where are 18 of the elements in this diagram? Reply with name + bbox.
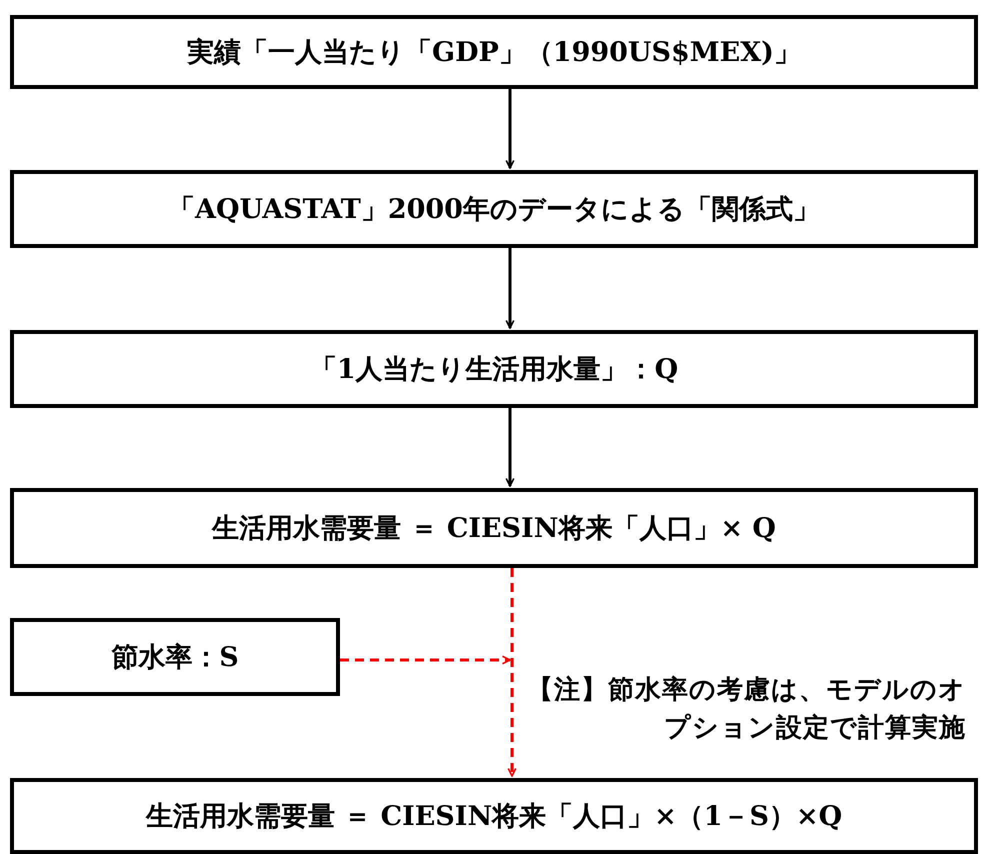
process-box [10,488,978,568]
arrow [505,408,515,487]
process-box [10,170,978,248]
box-text: 生活用水需要量 ＝ CIESIN将来「人口」×（1－S）×Q [146,800,842,834]
process-box [10,618,340,696]
box-text: 実績「一人当たり「GDP」（1990US$MEX)」 [187,36,801,70]
arrow [505,248,515,329]
process-box [10,330,978,408]
arrow [505,89,515,169]
note-text: 【注】節水率の考慮は、モデルのオプション設定で計算実施 [526,674,966,745]
box-text: 「1人当たり生活用水量」：Q [310,353,678,387]
arrow [340,655,511,665]
arrow [507,568,517,777]
box-text: 生活用水需要量 ＝ CIESIN将来「人口」× Q [212,512,776,546]
process-box [10,778,978,854]
box-text: 「AQUASTAT」2000年のデータによる「関係式」 [168,193,820,227]
box-text: 節水率：S [111,641,239,675]
process-box [10,15,978,89]
